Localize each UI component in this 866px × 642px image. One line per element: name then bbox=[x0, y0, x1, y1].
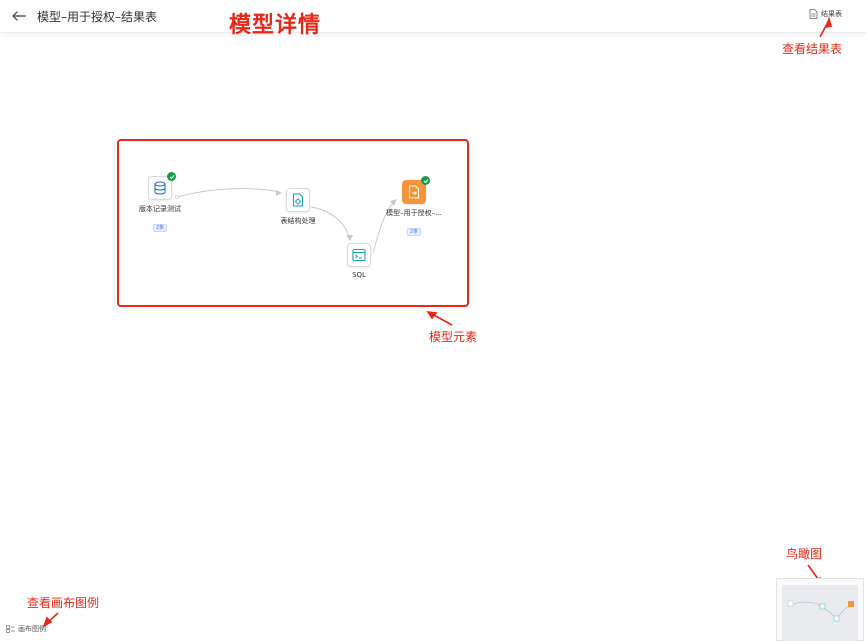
success-check-icon bbox=[421, 176, 430, 185]
top-bar: 模型–用于授权–结果表 结果表 bbox=[0, 0, 866, 33]
node-icon-box bbox=[148, 172, 176, 200]
annotation-birds-eye-view: 鸟瞰图 bbox=[786, 547, 823, 561]
annotation-view-result-table: 查看结果表 bbox=[782, 42, 843, 56]
canvas-legend-label: 画布图例 bbox=[18, 625, 46, 633]
node-icon-box bbox=[286, 188, 310, 212]
success-check-icon bbox=[167, 172, 176, 181]
row-count-badge: 2条 bbox=[152, 224, 168, 232]
node-label: 模型–用于授权–... bbox=[386, 209, 442, 217]
model-elements-highlight bbox=[117, 139, 469, 307]
node-table-structure-processing[interactable]: 表结构处理 bbox=[248, 188, 348, 226]
node-label: SQL bbox=[352, 271, 366, 279]
model-canvas[interactable] bbox=[0, 33, 866, 641]
back-arrow-icon[interactable] bbox=[10, 7, 28, 25]
annotation-view-canvas-legend: 查看画布图例 bbox=[27, 596, 100, 610]
result-table-button[interactable]: 结果表 bbox=[809, 9, 842, 19]
sql-icon bbox=[352, 248, 366, 262]
node-label: 版本记录测试 bbox=[139, 205, 181, 213]
row-count-badge: 2条 bbox=[406, 228, 422, 236]
legend-icon bbox=[6, 625, 15, 633]
node-label: 表结构处理 bbox=[280, 217, 316, 225]
output-table-icon bbox=[408, 185, 420, 199]
node-sql[interactable]: SQL bbox=[309, 243, 409, 279]
document-icon bbox=[809, 9, 818, 19]
table-structure-icon bbox=[292, 193, 304, 207]
canvas-legend-button[interactable]: 画布图例 bbox=[6, 624, 46, 634]
annotation-model-detail: 模型详情 bbox=[229, 13, 322, 38]
page-title: 模型–用于授权–结果表 bbox=[37, 10, 158, 24]
node-icon-box bbox=[347, 243, 371, 267]
node-model-output[interactable]: 模型–用于授权–... 2条 bbox=[364, 176, 464, 237]
node-version-record-test[interactable]: 版本记录测试 2条 bbox=[110, 172, 210, 233]
result-table-label: 结果表 bbox=[821, 10, 842, 18]
annotation-model-elements: 模型元素 bbox=[429, 330, 478, 344]
minimap-viewport[interactable] bbox=[782, 585, 858, 641]
database-icon bbox=[154, 181, 166, 195]
minimap[interactable] bbox=[776, 578, 864, 641]
node-icon-box bbox=[402, 176, 430, 204]
minimap-preview bbox=[787, 600, 854, 622]
